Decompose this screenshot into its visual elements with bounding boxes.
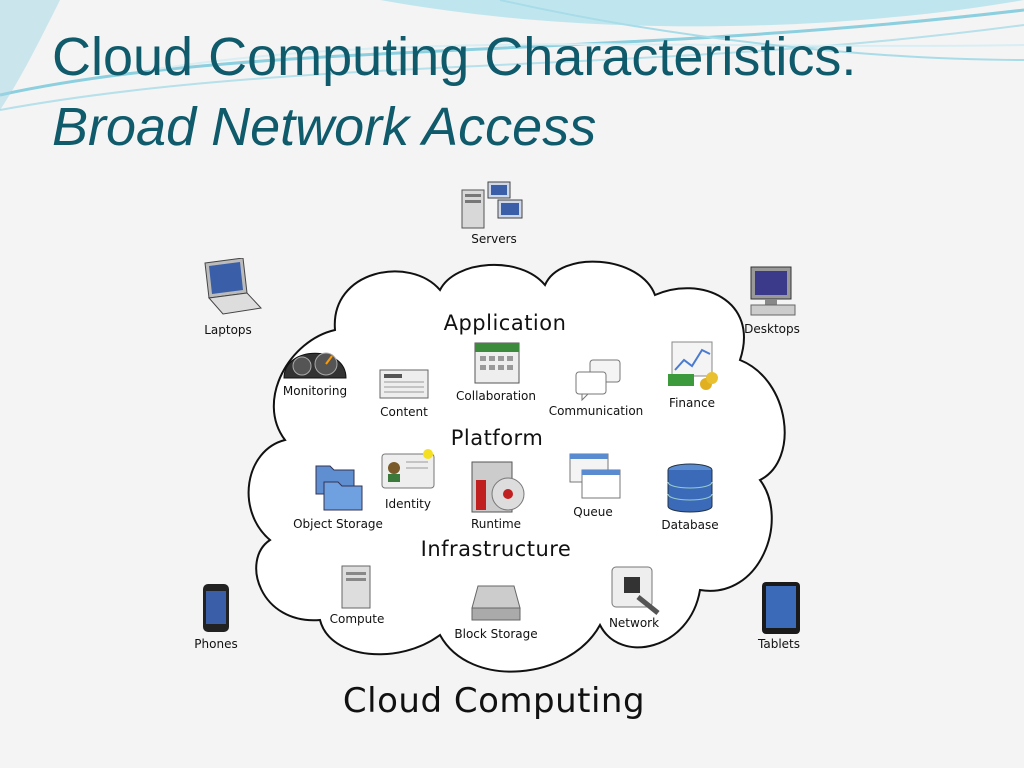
desktops-label: Desktops: [744, 322, 800, 336]
finance-chart-icon: [668, 341, 718, 390]
queue-label: Queue: [573, 505, 613, 519]
database-icon: [667, 463, 713, 513]
network-jack-icon: [611, 566, 660, 615]
object-storage-label: Object Storage: [293, 517, 383, 531]
platform-heading: Platform: [450, 426, 544, 450]
servers-label: Servers: [471, 232, 517, 246]
phones-label: Phones: [194, 637, 238, 651]
folders-object-storage-icon: [315, 465, 363, 511]
phone-icon: [203, 584, 229, 632]
application-heading: Application: [443, 311, 567, 335]
database-label: Database: [661, 518, 719, 532]
desktop-icon: [750, 266, 796, 316]
runtime-disc-icon: [471, 461, 525, 513]
slide-title: Cloud Computing Characteristics: Broad N…: [52, 22, 856, 162]
network-label: Network: [608, 616, 660, 630]
queue-windows-icon: [569, 453, 621, 499]
communication-label: Communication: [548, 404, 644, 418]
title-line-2: Broad Network Access: [52, 97, 597, 158]
block-storage-drive-icon: [471, 585, 521, 621]
tablet-icon: [762, 582, 800, 634]
identity-label: Identity: [385, 497, 431, 511]
compute-label: Compute: [329, 612, 385, 626]
infrastructure-heading: Infrastructure: [420, 537, 572, 561]
id-card-identity-icon: [381, 449, 435, 489]
tablets-label: Tablets: [758, 637, 800, 651]
runtime-label: Runtime: [470, 517, 522, 531]
finance-label: Finance: [669, 396, 715, 410]
laptop-icon: [204, 258, 263, 315]
cloud-computing-caption: Cloud Computing: [342, 681, 646, 721]
laptops-label: Laptops: [204, 323, 252, 337]
compute-tower-icon: [341, 565, 371, 609]
news-content-icon: [379, 369, 429, 399]
speech-bubbles-icon: [575, 359, 621, 402]
title-line-1: Cloud Computing Characteristics:: [52, 27, 857, 87]
collaboration-label: Collaboration: [456, 389, 536, 403]
calendar-collaboration-icon: [474, 342, 520, 384]
monitoring-label: Monitoring: [282, 384, 348, 398]
content-label: Content: [380, 405, 428, 419]
monitoring-gauge-icon: [283, 352, 347, 379]
block-storage-label: Block Storage: [454, 627, 538, 641]
servers-icon: [461, 181, 523, 229]
